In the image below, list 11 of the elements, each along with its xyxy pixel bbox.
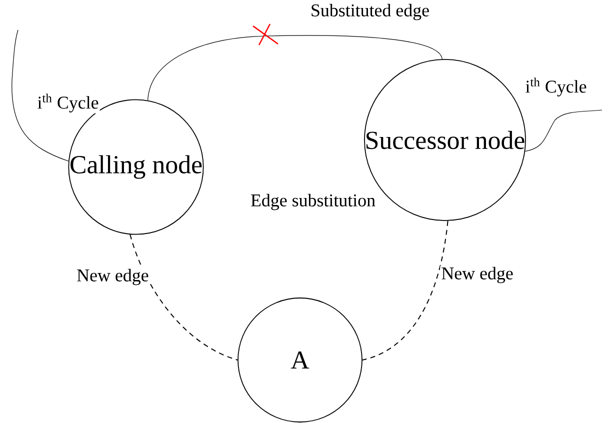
connector (362, 220, 448, 360)
edge-label: New edge (77, 268, 148, 286)
connector (130, 234, 238, 360)
edge-label: i$^{th}$ Cycle (38, 94, 98, 112)
edge-label: i$^{th}$ Cycle (526, 78, 586, 96)
note-label: Edge substitution (251, 194, 376, 210)
edge-label: Substituted edge (312, 4, 429, 20)
connector (12, 30, 69, 162)
edge-label: New edge (442, 266, 513, 284)
connector (524, 110, 602, 152)
connector (147, 35, 442, 101)
